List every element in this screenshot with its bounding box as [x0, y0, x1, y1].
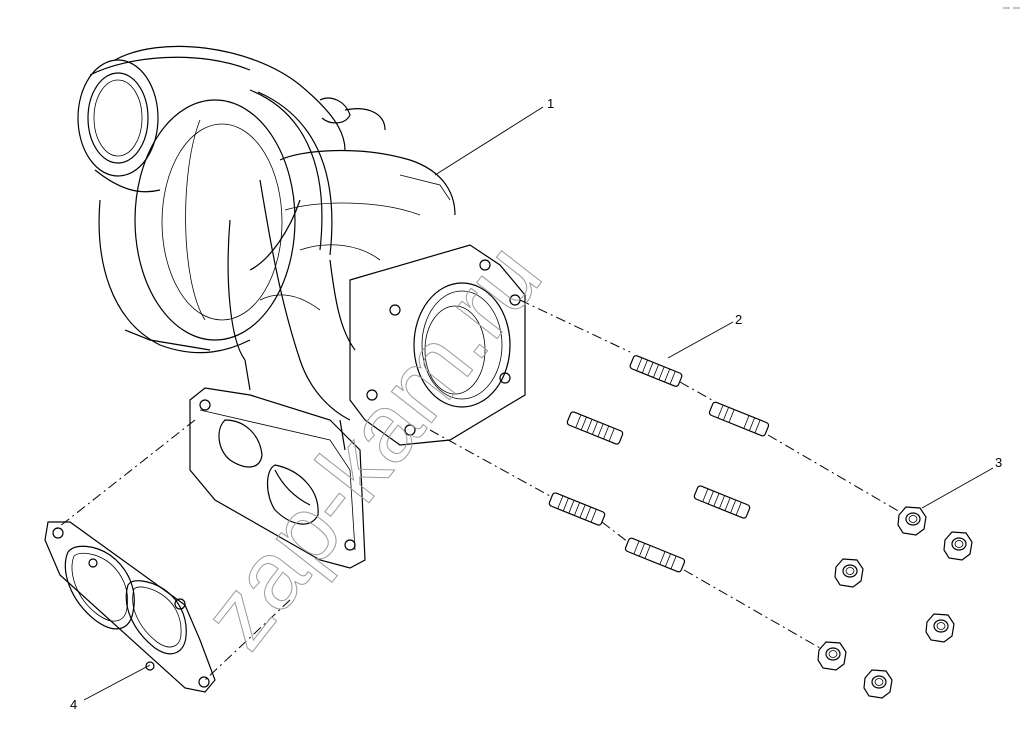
nut	[834, 558, 864, 588]
stud	[566, 411, 624, 445]
callout-3: 3	[995, 455, 1002, 470]
stud	[548, 492, 606, 526]
gasket	[44, 521, 216, 693]
turbocharger	[77, 45, 526, 569]
leader-lines	[83, 106, 994, 701]
nut	[863, 669, 893, 699]
callout-4: 4	[70, 697, 77, 712]
nut	[943, 531, 973, 561]
stud	[693, 485, 751, 519]
callout-2: 2	[735, 312, 742, 327]
watermark: zap-kam.ru	[182, 224, 562, 668]
callout-1: 1	[547, 96, 554, 111]
assembly-lines	[54, 299, 901, 681]
nut	[897, 506, 927, 536]
stud	[624, 537, 686, 573]
stud-group	[548, 355, 770, 573]
stud	[708, 401, 770, 437]
nut	[817, 641, 847, 671]
nut-group	[817, 506, 973, 699]
stud	[629, 355, 683, 387]
nut	[925, 613, 955, 643]
